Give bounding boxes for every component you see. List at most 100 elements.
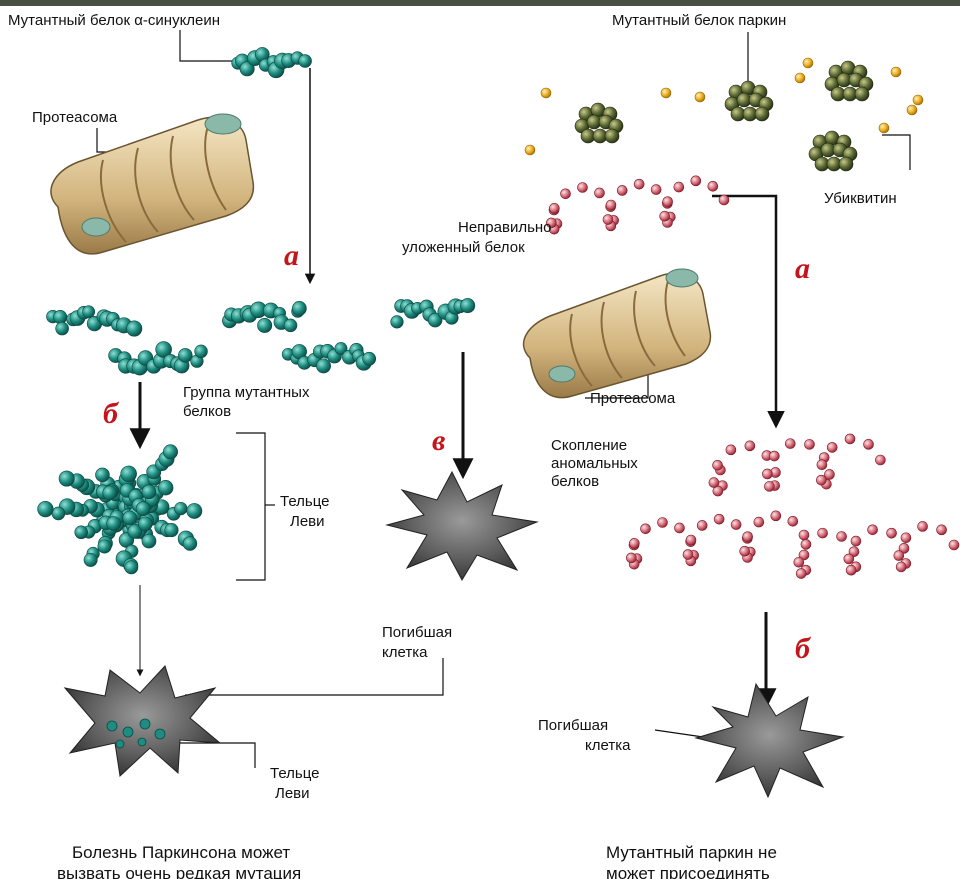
teal-bead bbox=[299, 55, 312, 68]
label-misfolded-line1: Неправильно bbox=[458, 219, 552, 236]
label-lewy-mid-line2: Леви bbox=[290, 513, 325, 530]
leader-ubiquitin bbox=[882, 135, 910, 170]
mutant-parkin-clusters bbox=[575, 61, 873, 171]
teal-bead bbox=[175, 502, 188, 515]
red-bead bbox=[875, 455, 885, 465]
teal-bead bbox=[123, 511, 137, 525]
label-alpha-synuclein: Мутантный белок α-синуклеин bbox=[8, 12, 220, 29]
red-bead bbox=[785, 439, 795, 449]
red-bead bbox=[816, 475, 826, 485]
red-bead bbox=[901, 533, 911, 543]
red-bead bbox=[731, 520, 741, 530]
proteasome-right-shape bbox=[524, 269, 711, 398]
red-bead bbox=[851, 536, 861, 546]
label-proteasome-left: Протеасома bbox=[32, 109, 118, 126]
red-bead bbox=[660, 211, 670, 221]
bracket-lewy bbox=[236, 433, 265, 580]
label-group-line1: Группа мутантных bbox=[183, 384, 310, 401]
teal-bead bbox=[165, 523, 179, 537]
red-bead bbox=[937, 525, 947, 535]
red-bead bbox=[801, 539, 811, 549]
label-dead-mid-line2: клетка bbox=[382, 644, 428, 661]
teal-bead bbox=[142, 534, 156, 548]
red-bead bbox=[844, 554, 854, 564]
caption-left-line1: Болезнь Паркинсона может bbox=[72, 843, 290, 862]
teal-bead bbox=[460, 298, 474, 312]
red-bead bbox=[561, 189, 571, 199]
teal-bead bbox=[292, 301, 306, 315]
red-bead bbox=[578, 183, 588, 193]
teal-bead bbox=[98, 540, 111, 553]
red-bead bbox=[864, 439, 874, 449]
label-lewy-bottom-line2: Леви bbox=[275, 785, 310, 802]
red-bead bbox=[714, 514, 724, 524]
red-bead bbox=[794, 557, 804, 567]
red-bead bbox=[896, 562, 906, 572]
teal-bead bbox=[195, 345, 208, 358]
red-bead bbox=[818, 528, 828, 538]
step-right-a: а bbox=[795, 252, 810, 285]
red-bead bbox=[629, 538, 639, 548]
red-bead bbox=[719, 195, 729, 205]
olive-bead bbox=[605, 129, 619, 143]
ubiquitin-bead bbox=[913, 95, 923, 105]
label-dead-right-line1: Погибшая bbox=[538, 717, 608, 734]
teal-bead bbox=[163, 445, 177, 459]
proteasome-left-shape bbox=[51, 114, 253, 254]
red-bead bbox=[743, 532, 753, 542]
ubiquitin-bead bbox=[879, 123, 889, 133]
red-bead bbox=[745, 441, 755, 451]
ubiquitin-bead bbox=[795, 73, 805, 83]
step-left-b: б bbox=[103, 397, 119, 430]
red-bead bbox=[754, 517, 764, 527]
red-bead bbox=[686, 535, 696, 545]
teal-bead bbox=[183, 537, 197, 551]
red-bead bbox=[887, 528, 897, 538]
red-bead bbox=[594, 188, 604, 198]
red-bead bbox=[626, 553, 636, 563]
red-bead bbox=[674, 523, 684, 533]
teal-bead bbox=[84, 553, 97, 566]
lewy-body-cluster bbox=[38, 445, 202, 574]
red-bead bbox=[663, 197, 673, 207]
ubiquitin-bead bbox=[695, 92, 705, 102]
teal-bead bbox=[103, 486, 117, 500]
teal-bead bbox=[138, 517, 152, 531]
red-bead bbox=[658, 518, 668, 528]
teal-bead bbox=[107, 516, 121, 530]
red-bead bbox=[709, 478, 719, 488]
label-accum-line1: Скопление bbox=[551, 437, 627, 454]
teal-bead bbox=[52, 507, 65, 520]
teal-bead bbox=[127, 321, 142, 336]
red-bead bbox=[804, 439, 814, 449]
red-bead bbox=[799, 530, 809, 540]
caption-left-line2: вызвать очень редкая мутация bbox=[57, 864, 301, 879]
olive-bead bbox=[755, 107, 769, 121]
teal-bead bbox=[178, 348, 192, 362]
teal-bead bbox=[125, 561, 138, 574]
olive-bead bbox=[855, 87, 869, 101]
teal-bead bbox=[59, 471, 74, 486]
red-bead bbox=[788, 516, 798, 526]
red-bead bbox=[740, 546, 750, 556]
red-bead bbox=[764, 481, 774, 491]
teal-bead bbox=[391, 316, 404, 329]
label-accum-line3: белков bbox=[551, 473, 599, 490]
red-bead bbox=[603, 215, 613, 225]
red-bead bbox=[617, 185, 627, 195]
ubiquitin-bead bbox=[907, 105, 917, 115]
teal-bead bbox=[75, 526, 88, 539]
teal-bead bbox=[257, 318, 271, 332]
red-bead bbox=[634, 179, 644, 189]
dead-cell-middle bbox=[387, 472, 537, 580]
red-bead bbox=[846, 565, 856, 575]
red-bead bbox=[918, 521, 928, 531]
label-lewy-bottom-line1: Тельце bbox=[270, 765, 320, 782]
teal-bead bbox=[54, 310, 67, 323]
ubiquitin-bead bbox=[803, 58, 813, 68]
label-accum-line2: аномальных bbox=[551, 455, 638, 472]
step-left-v: в bbox=[432, 424, 445, 457]
label-lewy-mid-line1: Тельце bbox=[280, 493, 330, 510]
